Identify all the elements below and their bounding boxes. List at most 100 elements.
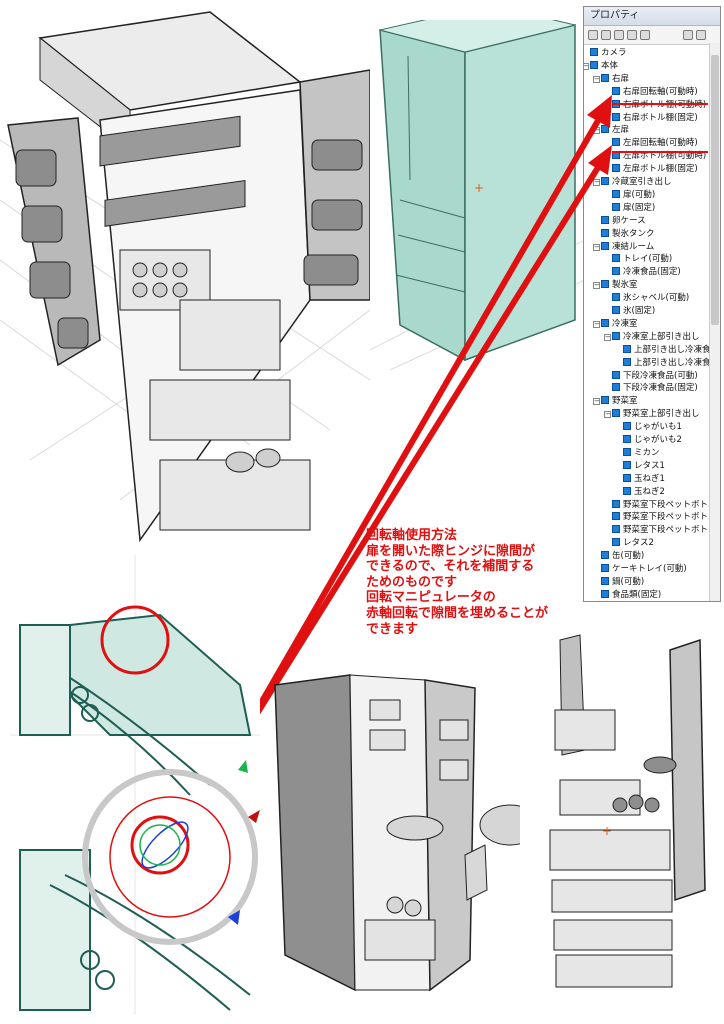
expand-toggle[interactable]: −	[593, 178, 600, 186]
cube-icon	[612, 370, 620, 379]
cube-icon	[612, 525, 620, 534]
tree-item[interactable]: 冷凍室上部引き出し	[612, 331, 700, 344]
tree-item[interactable]: 製氷室	[601, 279, 638, 292]
tree-item[interactable]: 右扉	[601, 73, 629, 86]
tree-item[interactable]: 野菜室上部引き出し	[612, 408, 700, 421]
copy-icon[interactable]	[614, 30, 624, 40]
fridge-exploded-render[interactable]: +	[540, 630, 724, 1015]
tree-item[interactable]: 右扉ボトル棚(可動時)	[612, 99, 706, 112]
tree-item[interactable]: じゃがいも2	[623, 434, 682, 447]
cube-icon	[612, 512, 620, 521]
tree-item[interactable]: レタス2	[612, 537, 654, 550]
expand-toggle[interactable]: −	[593, 281, 600, 290]
tree-item[interactable]: 右扉ボトル棚(固定)	[612, 112, 698, 125]
hinge-closeup-render[interactable]	[10, 555, 260, 1015]
tree-item-label: 卵ケース	[612, 215, 646, 226]
pin-icon[interactable]	[683, 30, 693, 40]
tree-item[interactable]: 野菜室	[601, 395, 638, 408]
tree-item[interactable]: 玉ねぎ2	[623, 486, 665, 499]
tree-item[interactable]: 扉(可動)	[612, 189, 655, 202]
tree-scrollbar[interactable]	[709, 43, 720, 601]
delete-icon[interactable]	[640, 30, 650, 40]
tree-item[interactable]: トレイ(可動)	[612, 253, 672, 266]
tree-item[interactable]: 氷(固定)	[612, 305, 655, 318]
expand-toggle[interactable]: −	[593, 242, 600, 251]
tree-item-label: じゃがいも1	[634, 422, 682, 433]
tree-item[interactable]: 上部引き出し冷凍食	[623, 357, 711, 370]
expand-toggle[interactable]: −	[593, 319, 600, 328]
tree-item[interactable]: 下段冷凍食品(可動)	[612, 370, 698, 383]
fridge-closed-render[interactable]: +	[370, 20, 585, 380]
expand-toggle[interactable]: −	[593, 397, 600, 406]
tree-item[interactable]: 冷凍室	[601, 318, 638, 331]
grid-icon[interactable]	[696, 30, 706, 40]
tree-item-label: 上部引き出し冷凍食	[634, 357, 711, 368]
expand-toggle[interactable]: −	[604, 410, 611, 419]
tree-item[interactable]: 冷凍食品(固定)	[612, 266, 681, 279]
tree-item-label: 野菜室上部引き出し	[623, 409, 700, 420]
tree-item[interactable]: 冷蔵室引き出し	[601, 176, 672, 189]
cube-icon	[612, 112, 620, 121]
paste-icon[interactable]	[627, 30, 637, 40]
property-panel[interactable]: プロパティ カメラ本体−右扉−右扉回転軸(可動時)右扉ボトル棚(可動時)右扉ボト…	[583, 6, 721, 602]
expand-toggle[interactable]: −	[593, 74, 600, 83]
tree-item[interactable]: 氷シャベル(可動)	[612, 292, 689, 305]
tree-item[interactable]: 卵ケース	[601, 215, 646, 228]
tree-item[interactable]: カメラ	[590, 47, 627, 60]
tree-item-label: 扉(可動)	[623, 189, 656, 200]
tree-item[interactable]: 左扉ボトル棚(固定)	[612, 163, 698, 176]
tree-item[interactable]: 野菜室下段ペットボトル(	[612, 524, 720, 537]
tree-item[interactable]: ケーキトレイ(可動)	[601, 563, 687, 576]
cube-icon	[612, 331, 620, 340]
expand-toggle[interactable]: −	[604, 332, 611, 341]
scrollbar-thumb[interactable]	[711, 55, 719, 325]
tree-item[interactable]: 野菜室下段ペットボトル2	[612, 511, 720, 524]
cube-icon	[612, 409, 620, 418]
panel-title: プロパティ	[584, 7, 720, 26]
tree-item[interactable]: じゃがいも1	[623, 421, 682, 434]
note-line: 回転軸使用方法	[366, 528, 458, 543]
tree-item[interactable]: 左扉	[601, 124, 629, 137]
tree-item[interactable]: 野菜室下段ペットボトル(	[612, 499, 720, 512]
tree-item[interactable]: 製氷タンク	[601, 228, 655, 241]
tree-item[interactable]: 上部引き出し冷凍食	[623, 344, 711, 357]
tree-item[interactable]: 鍋(可動)	[601, 576, 644, 589]
tree-item[interactable]: 左扉回転軸(可動時)	[612, 137, 698, 150]
cube-icon	[623, 422, 631, 431]
save-icon[interactable]	[601, 30, 611, 40]
svg-text:+: +	[602, 824, 612, 838]
tree-item[interactable]: レタス1	[623, 460, 665, 473]
tree-item[interactable]: 玉ねぎ1	[623, 473, 665, 486]
tree-item[interactable]: 右扉回転軸(可動時)	[612, 86, 698, 99]
tree-item-label: 冷蔵室引き出し	[612, 177, 672, 187]
note-line: 回転マニピュレータの	[366, 590, 496, 606]
expand-toggle[interactable]: −	[593, 126, 600, 135]
note-line: ためのものです	[366, 574, 458, 590]
fridge-open-render-bottom[interactable]	[265, 660, 520, 1015]
fridge-open-render-top[interactable]	[0, 0, 370, 545]
cube-icon	[623, 473, 631, 482]
cube-icon	[612, 99, 620, 108]
folder-open-icon[interactable]	[588, 30, 598, 40]
tree-item[interactable]: 缶(可動)	[601, 550, 644, 563]
svg-text:+: +	[474, 181, 484, 195]
cube-icon	[601, 318, 609, 327]
object-tree[interactable]: カメラ本体−右扉−右扉回転軸(可動時)右扉ボトル棚(可動時)右扉ボトル棚(固定)…	[583, 45, 720, 601]
expand-toggle[interactable]: −	[583, 61, 589, 70]
cube-icon	[601, 177, 609, 185]
tree-item-label: 野菜室下段ペットボトル(	[623, 525, 720, 536]
cube-icon	[612, 202, 620, 211]
cube-icon	[612, 254, 620, 263]
tree-item[interactable]: 凍結ルーム	[601, 241, 654, 254]
tree-item[interactable]: 扉(固定)	[612, 202, 655, 215]
tree-item-label: 野菜室	[612, 396, 638, 407]
tree-item[interactable]: 食品類(固定)	[601, 589, 661, 601]
tree-item[interactable]: 左扉ボトル棚(可動時)	[612, 150, 706, 163]
tree-item-label: 左扉	[612, 125, 630, 136]
tree-item[interactable]: 下段冷凍食品(固定)	[612, 382, 698, 395]
tree-item-label: 冷凍食品(固定)	[623, 267, 681, 278]
tree-item-label: トレイ(可動)	[623, 254, 673, 265]
tree-item[interactable]: ミカン	[623, 447, 660, 460]
tree-item[interactable]: 本体	[590, 60, 618, 73]
tree-item-label: 凍結ルーム	[612, 241, 655, 252]
